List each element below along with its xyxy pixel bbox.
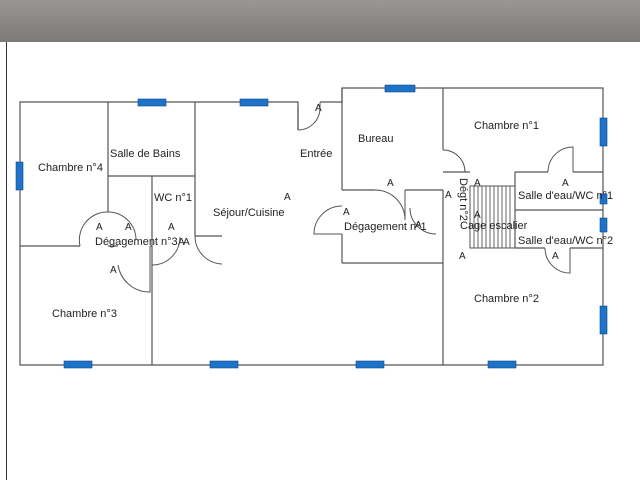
label-chambre-2: Chambre n°2	[474, 293, 539, 305]
door-mark: A	[284, 192, 291, 203]
label-salle-eau-wc-2: Salle d'eau/WC n°2	[518, 235, 613, 247]
door-mark: A	[96, 222, 103, 233]
label-sejour-cuisine: Séjour/Cuisine	[213, 207, 285, 219]
door-mark: A	[445, 190, 452, 201]
label-salle-de-bains: Salle de Bains	[110, 148, 181, 160]
label-degagement-3: Dégagement n°3	[95, 236, 178, 248]
door-mark: A	[387, 178, 394, 189]
label-entree: Entrée	[300, 148, 332, 160]
left-border-line	[6, 42, 7, 480]
label-degagement-1: Dégagement n°1	[344, 221, 427, 233]
door-mark: A	[178, 237, 185, 248]
door-mark: A	[168, 222, 175, 233]
door-mark: A	[562, 178, 569, 189]
windows	[15, 84, 608, 369]
door-mark: A	[343, 207, 350, 218]
label-chambre-3: Chambre n°3	[52, 308, 117, 320]
label-bureau: Bureau	[358, 133, 393, 145]
label-cage-escalier: Cage escalier	[460, 220, 528, 232]
door-mark: A	[474, 210, 481, 221]
label-degt-2: Dégt n°2	[457, 178, 469, 221]
label-chambre-1: Chambre n°1	[474, 120, 539, 132]
door-mark: A	[183, 237, 190, 248]
door-mark: A	[110, 265, 117, 276]
door-swings	[78, 102, 574, 293]
staircase	[469, 185, 516, 249]
label-chambre-4: Chambre n°4	[38, 162, 103, 174]
top-bar	[0, 0, 640, 42]
label-wc-1: WC n°1	[154, 192, 192, 204]
door-mark: A	[552, 251, 559, 262]
door-mark: A	[474, 178, 481, 189]
label-salle-eau-wc-1: Salle d'eau/WC n°1	[518, 190, 613, 202]
door-mark: A	[125, 222, 132, 233]
door-mark: A	[415, 220, 422, 231]
door-mark: A	[459, 251, 466, 262]
door-mark: A	[315, 103, 322, 114]
